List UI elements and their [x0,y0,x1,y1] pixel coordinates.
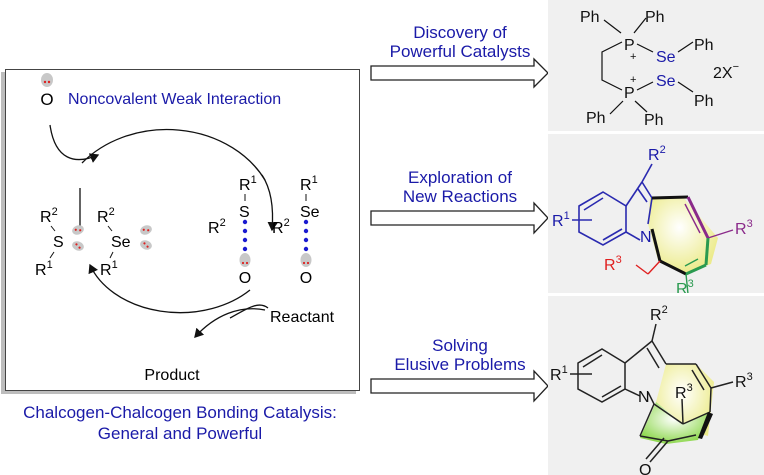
svg-text:Ph: Ph [580,9,600,26]
svg-text:R3: R3 [676,278,694,293]
hollow-arrow-reactions [370,201,549,235]
sulfur-oxygen-complex: R1 S R2 O [208,174,257,287]
cycle-arc-top [81,128,266,181]
svg-text:O: O [239,270,251,287]
svg-text:+: + [630,74,636,86]
svg-text:O: O [639,462,651,475]
oxygen-label: O [40,90,53,109]
thioether-catalyst: R2 S R1 [35,206,86,279]
main-caption: Chalcogen-Chalcogen Bonding Catalysis: G… [0,402,360,444]
oxygen-lone-pair-icon [41,73,53,87]
selenoether-catalyst: R2 Se R1 [97,206,154,279]
bisphosphonium-catalyst-structure: Ph Ph P + Se Ph Se + P Ph Ph Ph 2X− [580,9,739,129]
svg-text:R1: R1 [550,364,568,384]
interaction-label: Noncovalent Weak Interaction [68,91,282,108]
svg-text:R2: R2 [40,206,58,226]
svg-text:R1: R1 [552,210,570,230]
hollow-arrow-catalysts [370,57,549,89]
azepinoindole-product-structure: R2 R1 N R3 R3 R3 [552,144,753,293]
svg-text:R1: R1 [35,259,53,279]
panel-catalyst [548,0,764,131]
svg-text:O: O [300,270,312,287]
substrate-entry-arrow [49,124,100,163]
svg-text:Ph: Ph [694,37,714,54]
svg-text:R3: R3 [675,382,693,402]
svg-text:R3: R3 [735,218,753,238]
svg-text:P: P [624,37,635,54]
svg-text:Se: Se [656,73,676,90]
svg-text:S: S [239,204,250,221]
svg-text:R2: R2 [648,144,666,164]
svg-text:Se: Se [300,204,320,221]
svg-text:+: + [630,51,636,63]
hollow-arrow-problems [370,369,549,403]
svg-text:P: P [624,85,635,102]
svg-text:Ph: Ph [586,110,606,127]
product-release-arrow [194,308,266,338]
svg-text:N: N [638,389,650,406]
branch-label-catalysts: Discovery of Powerful Catalysts [380,23,540,61]
branch-line: Elusive Problems [394,355,526,374]
svg-text:R1: R1 [100,259,118,279]
svg-text:R3: R3 [604,254,622,274]
caption-line-2: General and Powerful [97,424,263,443]
branch-line: New Reactions [402,187,518,206]
svg-text:R2: R2 [272,217,290,237]
branch-line: Exploration of [408,168,512,187]
branch-line: Discovery of [413,23,507,42]
svg-text:R1: R1 [300,174,318,194]
caption-line-1: Chalcogen-Chalcogen Bonding Catalysis: [23,403,337,422]
svg-text:Se: Se [111,234,131,251]
svg-text:N: N [640,229,652,246]
svg-text:Ph: Ph [645,9,665,26]
svg-text:2X−: 2X− [713,61,739,82]
svg-text:R3: R3 [735,371,753,391]
svg-text:Ph: Ph [644,112,664,129]
cycle-arc-bottom [88,263,251,314]
selenium-oxygen-complex: R1 Se R2 O [272,174,320,287]
branch-line: Solving [432,336,488,355]
svg-text:R1: R1 [239,174,257,194]
svg-text:R2: R2 [208,217,226,237]
svg-text:Se: Se [656,49,676,66]
svg-text:Ph: Ph [694,93,714,110]
cycle-arrow-right [261,174,278,232]
branch-label-reactions: Exploration of New Reactions [380,168,540,206]
bridged-polycycle-product-structure: R2 R1 N R3 R3 O [550,304,753,475]
branch-line: Powerful Catalysts [389,42,531,61]
svg-text:S: S [53,234,64,251]
svg-text:R2: R2 [650,304,668,324]
product-label: Product [144,367,200,384]
reactant-entry-arc [229,304,269,319]
reactant-label: Reactant [270,309,335,326]
branch-label-problems: Solving Elusive Problems [380,336,540,374]
catalytic-cycle-box [5,69,360,391]
svg-text:R2: R2 [97,206,115,226]
